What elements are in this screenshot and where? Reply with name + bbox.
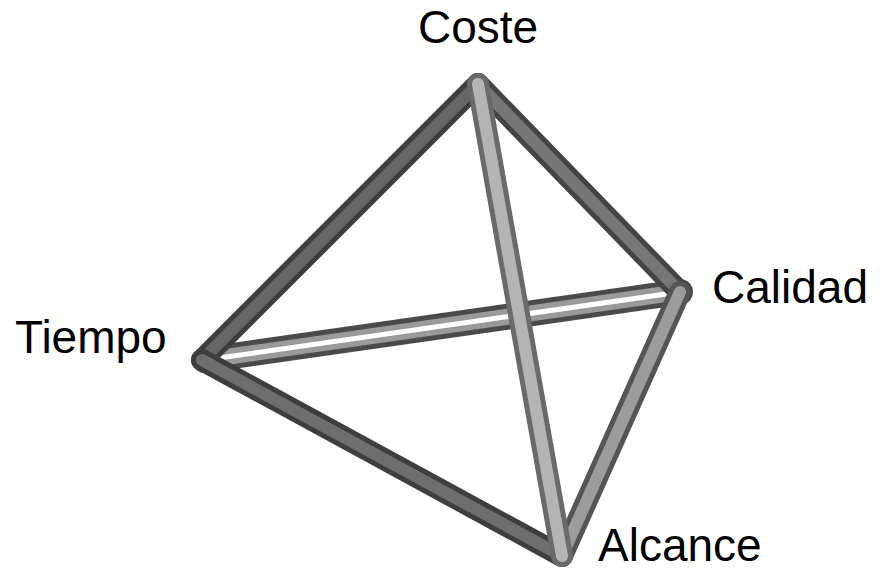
vertex-label: Coste	[418, 2, 538, 53]
edge-bar	[202, 84, 478, 360]
edge-bar	[562, 292, 680, 556]
edge-bar	[202, 360, 562, 556]
vertex-label: Alcance	[598, 520, 762, 571]
back-bar-gap	[205, 292, 680, 360]
back-bar	[205, 292, 680, 360]
front-bar	[478, 84, 562, 556]
edge-bar	[202, 360, 562, 556]
vertex-label: Tiempo	[15, 312, 167, 363]
front-bar	[478, 84, 562, 556]
vertex-label: Calidad	[712, 262, 868, 313]
edge-bar	[202, 84, 478, 360]
back-bar	[205, 292, 680, 360]
edge-bar	[562, 292, 680, 556]
